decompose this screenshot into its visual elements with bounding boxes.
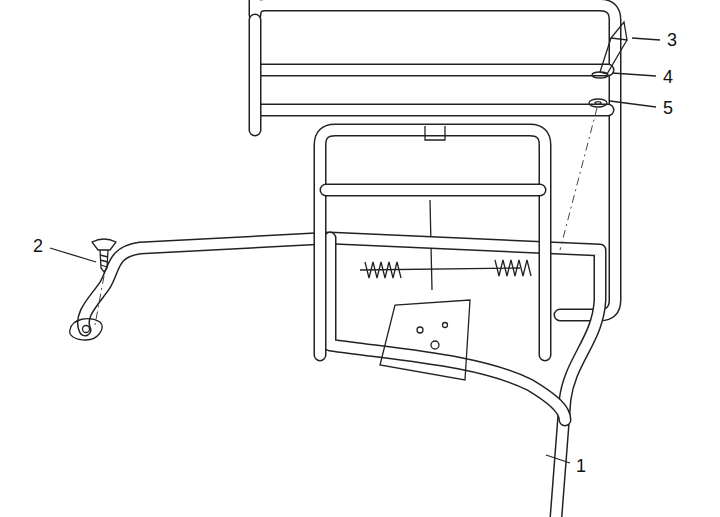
callout-number: 4 bbox=[661, 67, 675, 87]
backrest-frame bbox=[255, 0, 615, 315]
assembly-line bbox=[95, 276, 104, 325]
callout-number: 5 bbox=[661, 98, 675, 118]
callout-number: 1 bbox=[574, 456, 588, 476]
assembly-line bbox=[560, 108, 597, 250]
callout-number: 2 bbox=[31, 236, 45, 256]
mounting-plate bbox=[380, 300, 470, 380]
rack-tube bbox=[70, 238, 600, 517]
inner-frame bbox=[320, 126, 545, 355]
fasteners bbox=[92, 22, 627, 272]
leader-lines bbox=[50, 38, 660, 463]
callout-number: 3 bbox=[665, 30, 679, 50]
